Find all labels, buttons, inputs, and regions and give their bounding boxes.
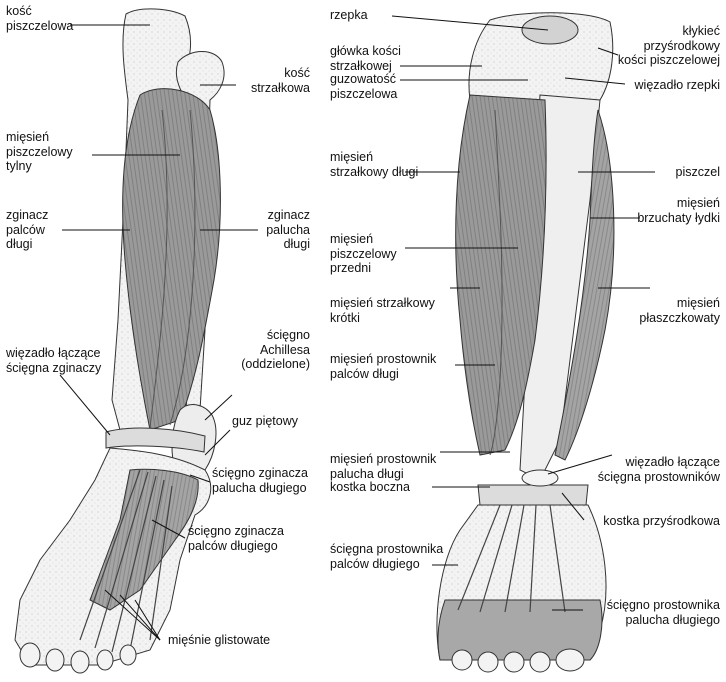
label-lumbricals: mięśnie glistowate xyxy=(168,633,270,648)
label-right-tibia: piszczel xyxy=(640,165,720,180)
right-extensor-retinaculum xyxy=(478,485,588,505)
label-medial-malleolus: kostka przyśrodkowa xyxy=(590,514,720,529)
right-patella xyxy=(522,16,578,44)
label-patellar-ligament: więzadło rzepki xyxy=(600,78,720,93)
label-patella: rzepka xyxy=(330,8,368,23)
label-calcaneal-tuber: guz piętowy xyxy=(232,414,298,429)
left-leg-drawing xyxy=(15,9,224,673)
label-lateral-malleolus: kostka boczna xyxy=(330,480,410,495)
right-leg-drawing xyxy=(437,13,614,672)
